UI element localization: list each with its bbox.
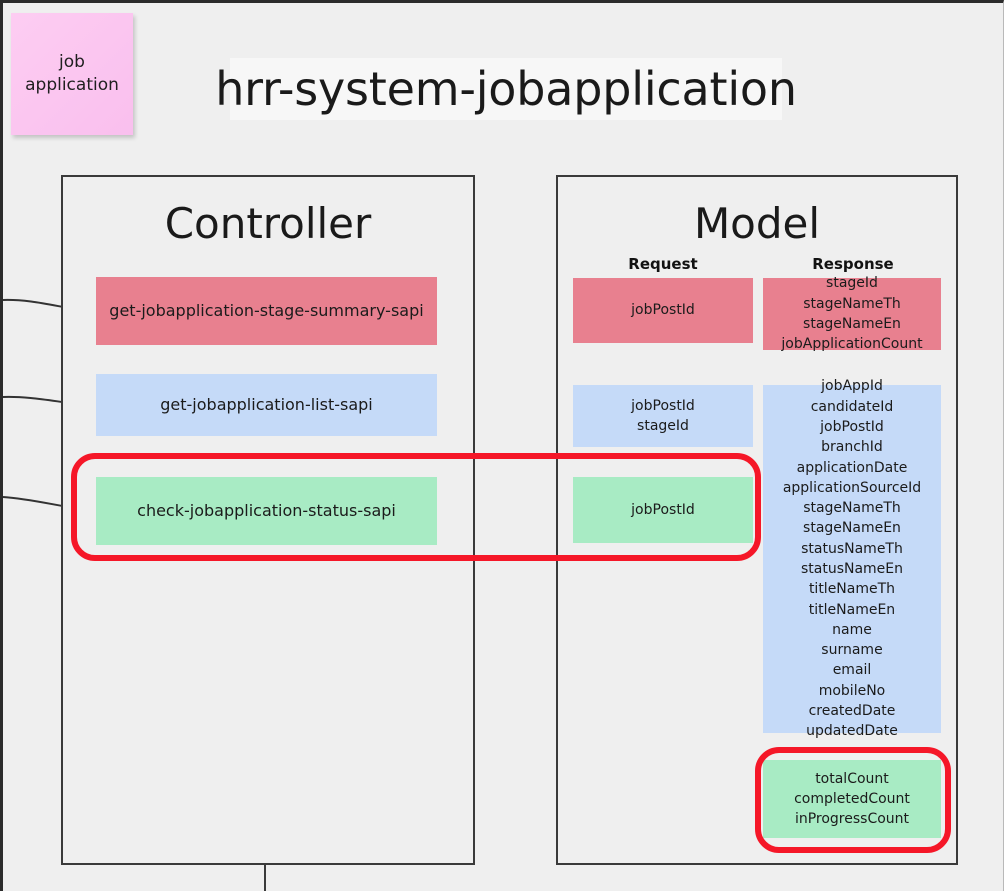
sticky-note-job-application[interactable]: job application xyxy=(11,13,133,135)
request-item-label: jobPostId stageId xyxy=(631,397,695,434)
controller-item-label: get-jobapplication-stage-summary-sapi xyxy=(109,301,424,321)
response-item-counts[interactable]: totalCount completedCount inProgressCoun… xyxy=(763,760,941,838)
request-column-header: Request xyxy=(628,255,698,273)
request-item-list[interactable]: jobPostId stageId xyxy=(573,385,753,447)
response-item-label: stageId stageNameTh stageNameEn jobAppli… xyxy=(781,275,923,353)
highlight-check-status-row xyxy=(71,453,761,561)
response-item-stage-summary[interactable]: stageId stageNameTh stageNameEn jobAppli… xyxy=(763,275,941,352)
controller-item-list[interactable]: get-jobapplication-list-sapi xyxy=(96,374,437,436)
controller-item-label: check-jobapplication-status-sapi xyxy=(137,501,396,521)
response-item-list[interactable]: jobAppId candidateId jobPostId branchId … xyxy=(763,378,941,739)
request-item-label: jobPostId xyxy=(631,501,695,518)
request-item-label: jobPostId xyxy=(631,302,695,319)
sticky-note-label: job application xyxy=(25,52,119,95)
controller-title: Controller xyxy=(164,199,372,248)
controller-item-check-status[interactable]: check-jobapplication-status-sapi xyxy=(96,477,437,545)
model-title: Model xyxy=(693,199,821,248)
request-item-check-status[interactable]: jobPostId xyxy=(573,477,753,543)
controller-item-stage-summary[interactable]: get-jobapplication-stage-summary-sapi xyxy=(96,277,437,345)
page-title: hrr-system-jobapplication xyxy=(215,58,797,120)
controller-tail-connector xyxy=(264,865,266,891)
controller-item-label: get-jobapplication-list-sapi xyxy=(160,395,373,415)
response-item-label: totalCount completedCount inProgressCoun… xyxy=(794,770,910,828)
response-item-label: jobAppId candidateId jobPostId branchId … xyxy=(782,378,922,740)
request-item-stage-summary[interactable]: jobPostId xyxy=(573,278,753,343)
highlight-counts-response xyxy=(755,747,951,853)
response-column-header: Response xyxy=(812,255,894,273)
